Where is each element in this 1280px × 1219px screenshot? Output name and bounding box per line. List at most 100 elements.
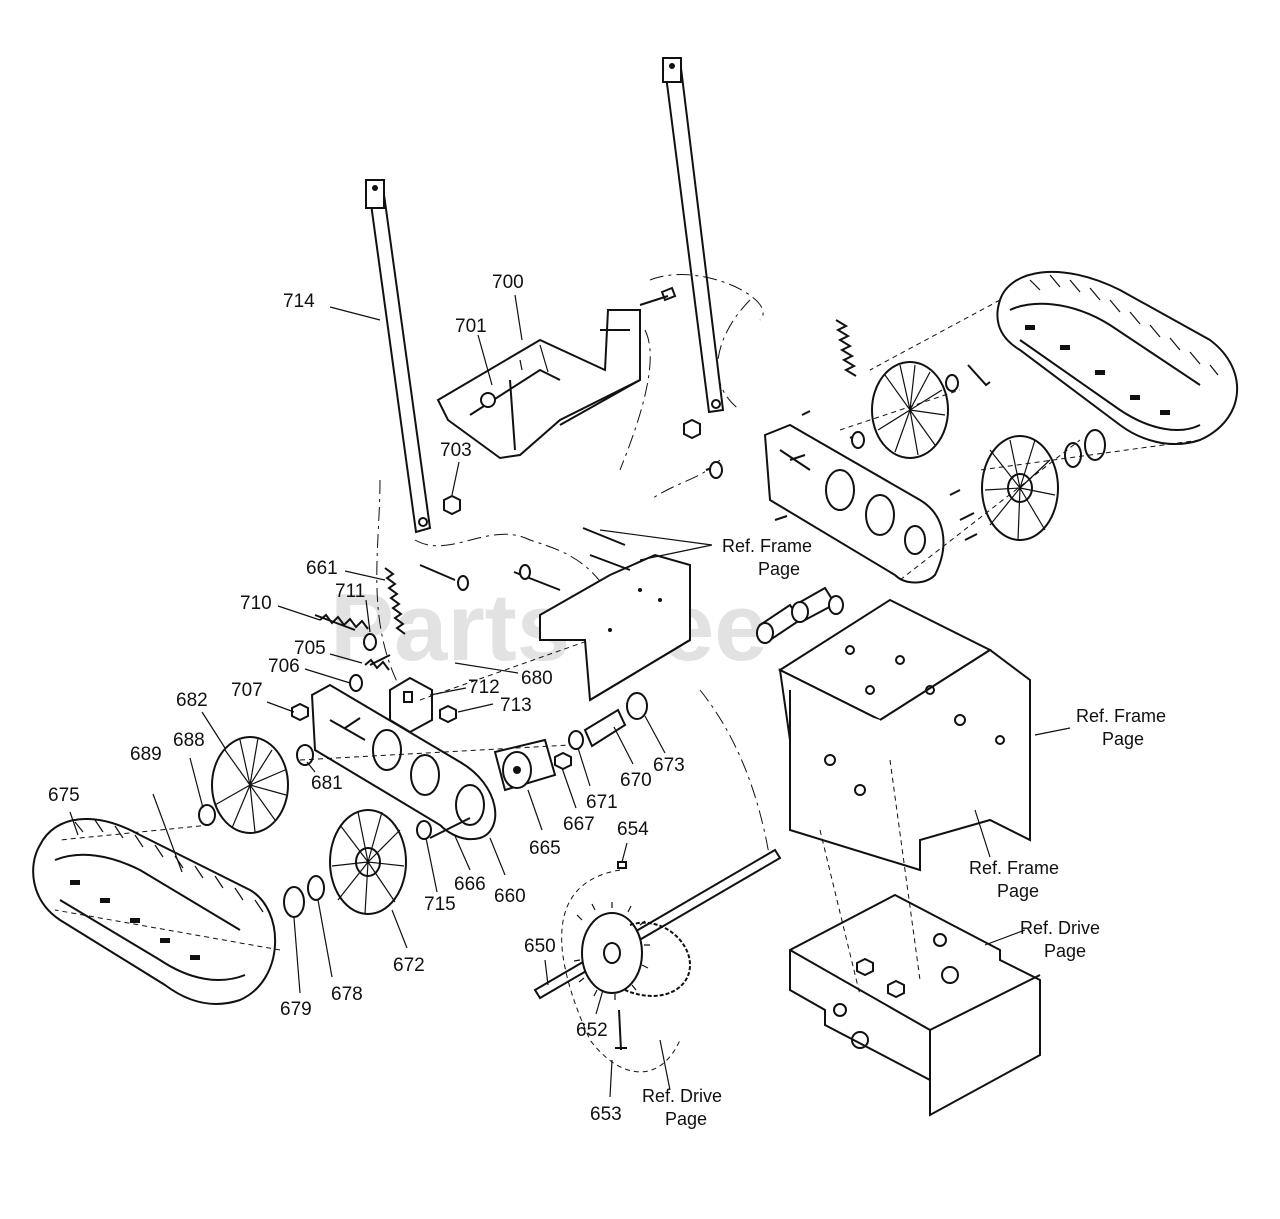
washer-681 — [296, 744, 314, 766]
nut-654 — [617, 861, 627, 869]
clip-679 — [283, 886, 305, 918]
ref-drive-page-2: Ref. Drive Page — [642, 1086, 722, 1129]
label-666: 666 — [454, 874, 486, 895]
clip-right — [1084, 429, 1106, 461]
bolt-653 — [615, 1009, 627, 1051]
spring-710 — [319, 613, 369, 630]
label-707: 707 — [231, 680, 263, 701]
washer-right — [945, 374, 959, 392]
label-700: 700 — [492, 272, 524, 293]
handle-bracket[interactable] — [436, 309, 641, 460]
nut-707 — [291, 702, 309, 722]
svg-text:Page: Page — [1044, 941, 1086, 961]
label-672: 672 — [393, 955, 425, 976]
label-670: 670 — [620, 770, 652, 791]
cotter-pin-right — [967, 364, 991, 387]
ref-frame-page-2: Ref. Frame Page — [1076, 706, 1166, 749]
label-712: 712 — [468, 677, 500, 698]
frame-box-right[interactable] — [777, 598, 1031, 872]
label-705: 705 — [294, 638, 326, 659]
label-675: 675 — [48, 785, 80, 806]
label-678: 678 — [331, 984, 363, 1005]
snap-ring-678 — [307, 875, 325, 901]
washer-688 — [198, 804, 216, 826]
label-688: 688 — [173, 730, 205, 751]
svg-text:Page: Page — [665, 1109, 707, 1129]
leader-lines — [69, 294, 1071, 1098]
label-665: 665 — [529, 838, 561, 859]
svg-text:Page: Page — [1102, 729, 1144, 749]
svg-text:Ref. Frame: Ref. Frame — [969, 858, 1059, 878]
nut-667 — [554, 751, 572, 771]
label-715: 715 — [424, 894, 456, 915]
bolt-700 — [639, 286, 677, 306]
label-706: 706 — [268, 656, 300, 677]
washer-right-3 — [709, 461, 723, 479]
label-680: 680 — [521, 668, 553, 689]
drive-sprocket[interactable] — [573, 902, 650, 1000]
nut-703 — [443, 494, 461, 516]
bearing-flange — [493, 738, 557, 792]
bushing-673 — [626, 692, 648, 720]
handle-bar-right[interactable] — [662, 57, 725, 414]
label-682: 682 — [176, 690, 208, 711]
wheel-left[interactable] — [211, 736, 289, 834]
nut-drive-bracket — [856, 957, 874, 977]
spring-right — [835, 319, 857, 377]
bushing-pair-right — [756, 586, 844, 644]
washer-671 — [568, 730, 584, 750]
track-right[interactable] — [996, 270, 1239, 446]
label-714: 714 — [283, 291, 315, 312]
label-652: 652 — [576, 1020, 608, 1041]
label-654: 654 — [617, 819, 649, 840]
washer-711 — [363, 633, 377, 651]
ref-drive-page-1: Ref. Drive Page — [1020, 918, 1100, 961]
ref-labels: Ref. Frame Page Ref. Frame Page Ref. Fra… — [642, 536, 1166, 1129]
label-653: 653 — [590, 1104, 622, 1125]
svg-text:Ref. Frame: Ref. Frame — [722, 536, 812, 556]
label-711: 711 — [335, 581, 365, 602]
label-703: 703 — [440, 440, 472, 461]
bushing-670 — [583, 708, 627, 748]
assembly-lines — [54, 299, 1201, 1073]
svg-text:Ref. Frame: Ref. Frame — [1076, 706, 1166, 726]
svg-text:Ref. Drive: Ref. Drive — [1020, 918, 1100, 938]
ref-frame-page-1: Ref. Frame Page — [722, 536, 812, 579]
frame-outline — [376, 274, 771, 861]
nut-713 — [439, 704, 457, 724]
label-689: 689 — [130, 744, 162, 765]
sprocket-left[interactable] — [329, 809, 407, 915]
drive-chain — [624, 921, 692, 997]
svg-text:Ref. Drive: Ref. Drive — [642, 1086, 722, 1106]
label-667: 667 — [563, 814, 595, 835]
label-681: 681 — [311, 773, 343, 794]
sprocket-right[interactable] — [981, 435, 1059, 541]
washer-715 — [416, 820, 432, 840]
handle-bar-left[interactable] — [365, 178, 432, 534]
washer-706 — [349, 674, 363, 692]
label-660: 660 — [494, 886, 526, 907]
label-673: 673 — [653, 755, 685, 776]
track-left[interactable] — [32, 818, 277, 1006]
nut-drive-bracket-2 — [887, 979, 905, 999]
spring-705 — [364, 658, 390, 671]
label-679: 679 — [280, 999, 312, 1020]
svg-text:Page: Page — [758, 559, 800, 579]
label-671: 671 — [586, 792, 618, 813]
label-713: 713 — [500, 695, 532, 716]
bolts-center — [314, 527, 631, 666]
nut-right-handle — [683, 418, 701, 440]
drive-bracket[interactable] — [789, 893, 1041, 1117]
label-650: 650 — [524, 936, 556, 957]
bolt-666 — [429, 817, 471, 839]
spring-661 — [384, 567, 406, 635]
part-labels: 714 700 701 703 661 711 710 705 706 680 … — [48, 272, 685, 1125]
label-701: 701 — [455, 316, 487, 337]
wheel-right[interactable] — [871, 361, 949, 459]
ref-frame-page-3: Ref. Frame Page — [969, 858, 1059, 901]
label-661: 661 — [306, 558, 338, 579]
svg-text:Page: Page — [997, 881, 1039, 901]
washer-right-2 — [851, 431, 865, 449]
label-710: 710 — [240, 593, 272, 614]
